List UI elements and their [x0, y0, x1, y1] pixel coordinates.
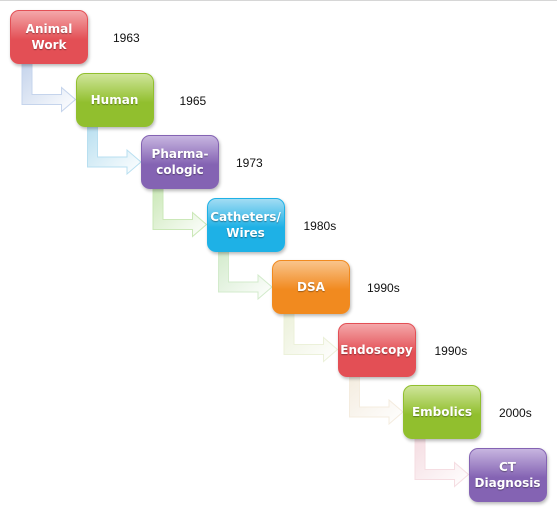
step-label-human: Human — [90, 92, 139, 107]
year-label-human: 1965 — [179, 93, 207, 108]
connector-arrow-catheters-wires — [218, 251, 273, 301]
step-box-pharmacologic: Pharma- cologic — [141, 135, 219, 189]
step-label-animal-work: Animal Work — [25, 22, 73, 52]
step-label-dsa: DSA — [297, 280, 325, 294]
step-box-catheters-wires: Catheters/ Wires — [206, 197, 285, 252]
connector-arrow-endoscopy — [349, 376, 404, 426]
step-label-pharmacologic: Pharma- cologic — [151, 147, 209, 177]
step-box-animal-work: Animal Work — [10, 10, 88, 64]
year-label-pharmacologic: 1973 — [236, 156, 263, 170]
year-label-animal-work: 1963 — [113, 31, 140, 45]
year-label-dsa: 1990s — [367, 281, 400, 295]
step-box-dsa: DSA — [272, 260, 350, 314]
step-label-catheters-wires: Catheters/ Wires — [210, 209, 281, 240]
connector-arrow-dsa — [283, 313, 339, 363]
step-label-ct-diagnosis: CT Diagnosis — [474, 459, 541, 490]
step-box-embolics: Embolics — [403, 385, 481, 439]
connector-arrow-animal-work — [21, 63, 77, 113]
year-label-catheters-wires: 1980s — [303, 218, 337, 233]
connector-arrow-pharmacologic — [152, 188, 208, 238]
connector-arrow-embolics — [414, 438, 470, 488]
step-label-embolics: Embolics — [411, 405, 473, 419]
step-box-endoscopy: Endoscopy — [337, 322, 416, 377]
year-label-embolics: 2000s — [499, 406, 532, 420]
step-label-endoscopy: Endoscopy — [340, 342, 413, 357]
top-divider — [0, 0, 557, 1]
year-label-endoscopy: 1990s — [434, 343, 468, 358]
step-box-human: Human — [75, 72, 154, 127]
connector-arrow-human — [87, 126, 142, 176]
step-box-ct-diagnosis: CT Diagnosis — [468, 447, 547, 502]
